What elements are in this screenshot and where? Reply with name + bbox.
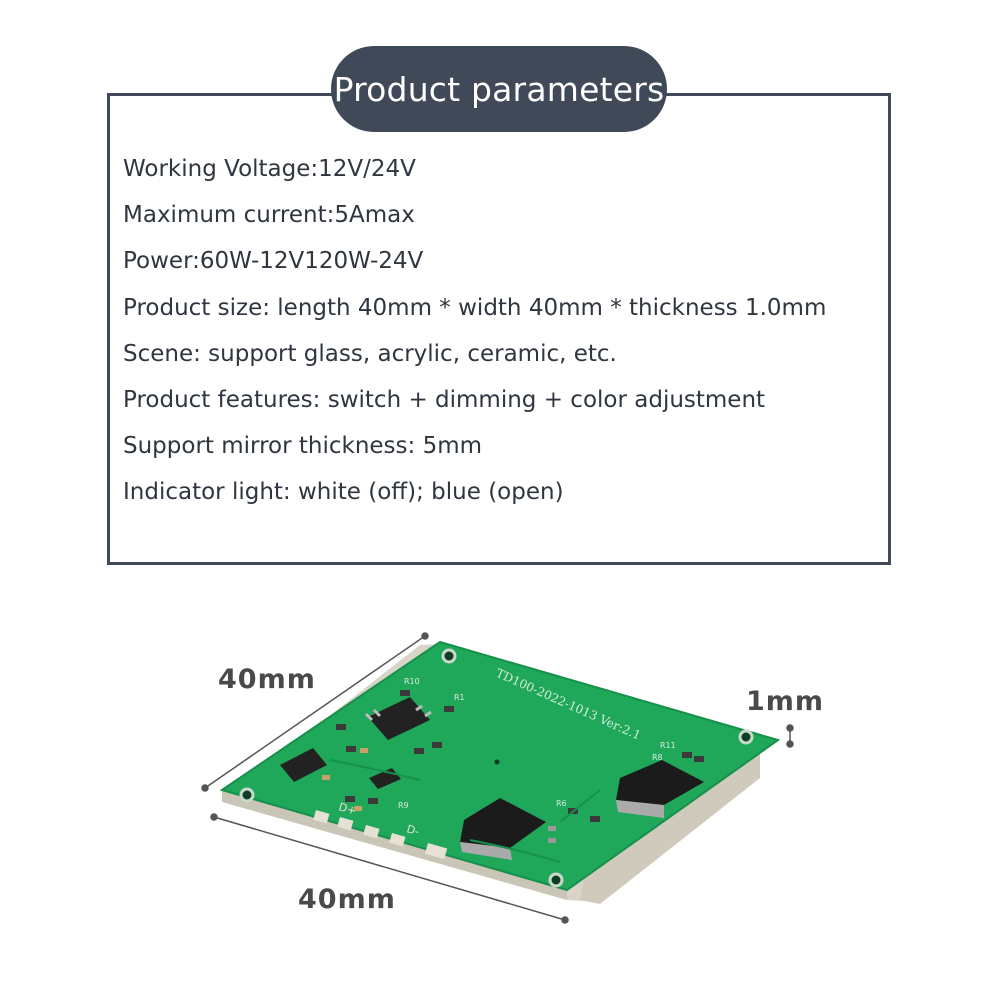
page-title: Product parameters bbox=[333, 69, 665, 109]
solder-pads bbox=[313, 810, 448, 860]
ic-chip-1 bbox=[364, 697, 432, 740]
param-working-voltage: Working Voltage:12V/24V bbox=[123, 156, 416, 182]
label-r8: R8 bbox=[652, 753, 663, 762]
pcb-traces bbox=[329, 759, 601, 863]
label-r6: R6 bbox=[556, 799, 567, 808]
pcb-top bbox=[222, 642, 778, 890]
parameter-list: Working Voltage:12V/24V Maximum current:… bbox=[123, 153, 826, 523]
capacitors bbox=[322, 748, 368, 811]
param-maximum-current: Maximum current:5Amax bbox=[123, 202, 415, 229]
power-transistor-2 bbox=[460, 798, 556, 860]
pad-label-dminus: D- bbox=[405, 822, 421, 838]
ic-chip-2 bbox=[280, 748, 327, 782]
label-r11: R11 bbox=[660, 741, 676, 750]
smd-components bbox=[336, 690, 704, 822]
label-r10: R10 bbox=[404, 677, 420, 686]
param-indicator-light: Indicator light: white (off); blue (open… bbox=[123, 479, 564, 506]
thickness-label: 1mm bbox=[746, 686, 825, 717]
dimension-lines bbox=[201, 632, 794, 924]
component-labels: R10 R1 R11 R8 R6 R9 bbox=[398, 677, 676, 810]
param-scene: Scene: support glass, acrylic, ceramic, … bbox=[123, 340, 617, 367]
pad-label-dplus: D+ bbox=[337, 800, 358, 817]
width-label: 40mm bbox=[298, 884, 396, 915]
label-r9: R9 bbox=[398, 801, 409, 810]
param-product-features: Product features: switch + dimming + col… bbox=[123, 386, 766, 413]
mounting-holes bbox=[239, 648, 754, 888]
title-badge: Product parameters bbox=[331, 46, 667, 132]
power-transistor-1 bbox=[616, 760, 704, 818]
param-product-size: Product size: length 40mm * width 40mm *… bbox=[123, 294, 827, 321]
param-power: Power:60W-12V120W-24V bbox=[123, 248, 424, 275]
param-mirror-thickness: Support mirror thickness: 5mm bbox=[123, 433, 483, 460]
label-r1: R1 bbox=[454, 693, 465, 702]
length-label: 40mm bbox=[218, 664, 316, 695]
